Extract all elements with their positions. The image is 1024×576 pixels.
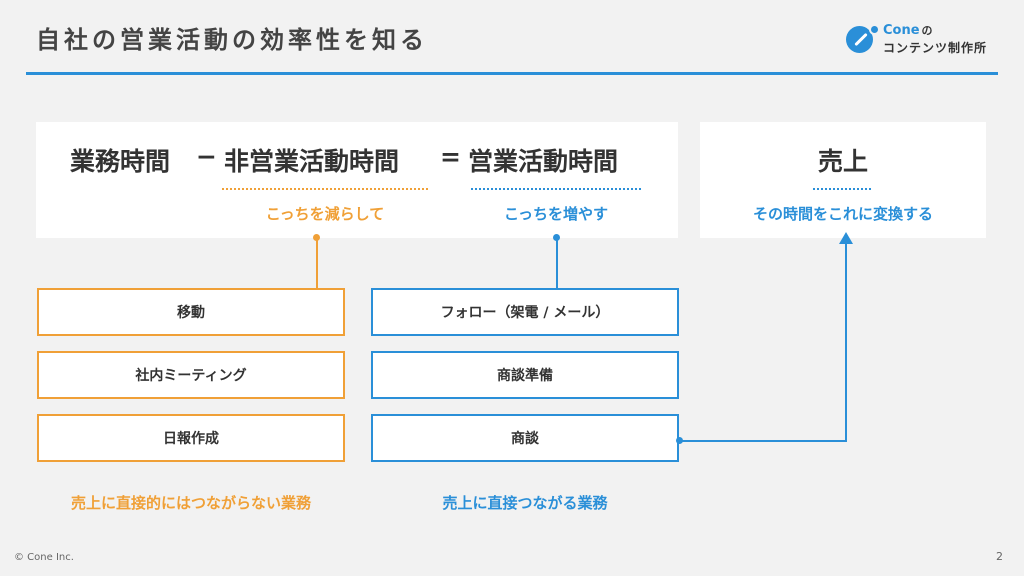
task-box-daily-report: 日報作成 — [37, 414, 345, 462]
copyright: © Cone Inc. — [14, 552, 74, 563]
task-label: 移動 — [177, 305, 205, 321]
sales-title: 売上 — [817, 147, 868, 176]
connector-dot-non-sales — [313, 234, 320, 241]
task-label: 商談準備 — [497, 368, 553, 384]
equation-term-non-sales-time: 非営業活動時間 — [224, 147, 400, 176]
task-box-move: 移動 — [37, 288, 345, 336]
equation-term-sales-time: 営業活動時間 — [468, 147, 619, 176]
slide-title: 自社の営業活動の効率性を知る — [36, 26, 428, 54]
sales-card — [700, 122, 986, 238]
page-number: 2 — [996, 550, 1003, 563]
caption-sales: 売上に直接つながる業務 — [442, 494, 608, 512]
underline-sales-title — [813, 188, 871, 190]
task-box-follow-up: フォロー（架電 / メール） — [371, 288, 679, 336]
title-divider — [26, 72, 998, 75]
equation-term-work-time: 業務時間 — [70, 147, 171, 176]
underline-sales — [471, 188, 641, 190]
task-box-meeting-prep: 商談準備 — [371, 351, 679, 399]
logo-subtitle: コンテンツ制作所 — [883, 41, 988, 55]
task-label: 日報作成 — [163, 431, 219, 447]
connector-line-non-sales — [316, 238, 318, 288]
logo-mark-icon — [846, 26, 873, 53]
task-label: 商談 — [511, 431, 539, 447]
task-label: 社内ミーティング — [135, 368, 247, 384]
underline-non-sales — [222, 188, 428, 190]
equation-minus: − — [196, 142, 217, 171]
connector-line-sales — [556, 238, 558, 288]
note-increase: こっちを増やす — [504, 205, 608, 223]
sales-note: その時間をこれに変換する — [752, 205, 933, 223]
caption-non-sales: 売上に直接的にはつながらない業務 — [70, 494, 311, 512]
connector-dot-sales — [553, 234, 560, 241]
task-box-negotiation: 商談 — [371, 414, 679, 462]
note-reduce: こっちを減らして — [265, 205, 385, 223]
logo-dot-icon — [869, 24, 880, 35]
equation-card — [36, 122, 678, 238]
equation-equals: = — [440, 142, 461, 171]
task-box-internal-meeting: 社内ミーティング — [37, 351, 345, 399]
task-label: フォロー（架電 / メール） — [440, 305, 610, 321]
arrow-start-dot — [676, 437, 683, 444]
